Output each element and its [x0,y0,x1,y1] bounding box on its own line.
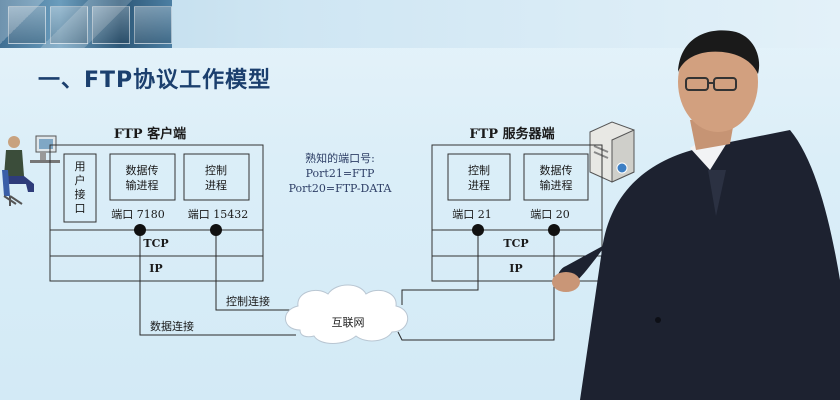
note-port21: Port21=FTP [306,167,375,180]
client-ui-char-2: 户 [75,173,86,187]
server-box [431,144,603,282]
server-icon [589,121,635,183]
header-banner [0,0,840,48]
server-tcp: TCP [503,237,528,250]
internet-label: 互联网 [332,316,365,329]
server-data-process-line1: 数据传 [540,163,573,177]
client-user-icon [2,135,60,206]
server-control-line [401,230,479,305]
client-port-control: 端口 15432 [188,208,249,221]
server-data-port-dot [548,224,560,236]
server-port-control: 端口 21 [452,208,492,221]
data-connection-label: 数据连接 [150,319,194,333]
internet-cloud [285,284,408,344]
presenter [552,30,840,400]
client-label: FTP 客户端 [114,126,186,142]
client-port-data: 端口 7180 [111,208,165,221]
data-connection-line [139,230,296,336]
client-data-process-line1: 数据传 [126,163,159,177]
client-ui-char-4: 口 [75,202,86,215]
server-label: FTP 服务器端 [469,126,554,142]
server-control-process-line1: 控制 [468,163,490,177]
note-port20: Port20=FTP-DATA [289,182,393,195]
note-heading: 熟知的端口号: [305,151,375,165]
client-ui-char-1: 用 [75,160,86,173]
control-connection-line [215,230,294,311]
page-title: 一、FTP协议工作模型 [38,68,272,93]
server-data-process-line2: 输进程 [540,178,573,192]
client-ip: IP [149,262,162,275]
server-control-process-line2: 进程 [468,179,490,192]
client-control-process-line2: 进程 [205,179,227,192]
server-control-port-dot [472,224,484,236]
client-control-process-line1: 控制 [205,163,227,177]
client-data-process-line2: 输进程 [126,178,159,192]
client-ui-char-3: 接 [75,188,86,201]
header-photo [0,0,172,48]
client-data-port-dot [134,224,146,236]
server-port-data: 端口 20 [530,208,570,221]
server-ip: IP [509,262,522,275]
control-connection-label: 控制连接 [226,294,270,308]
client-tcp: TCP [143,237,168,250]
client-box [49,144,264,282]
server-data-line [397,230,555,341]
client-control-port-dot [210,224,222,236]
